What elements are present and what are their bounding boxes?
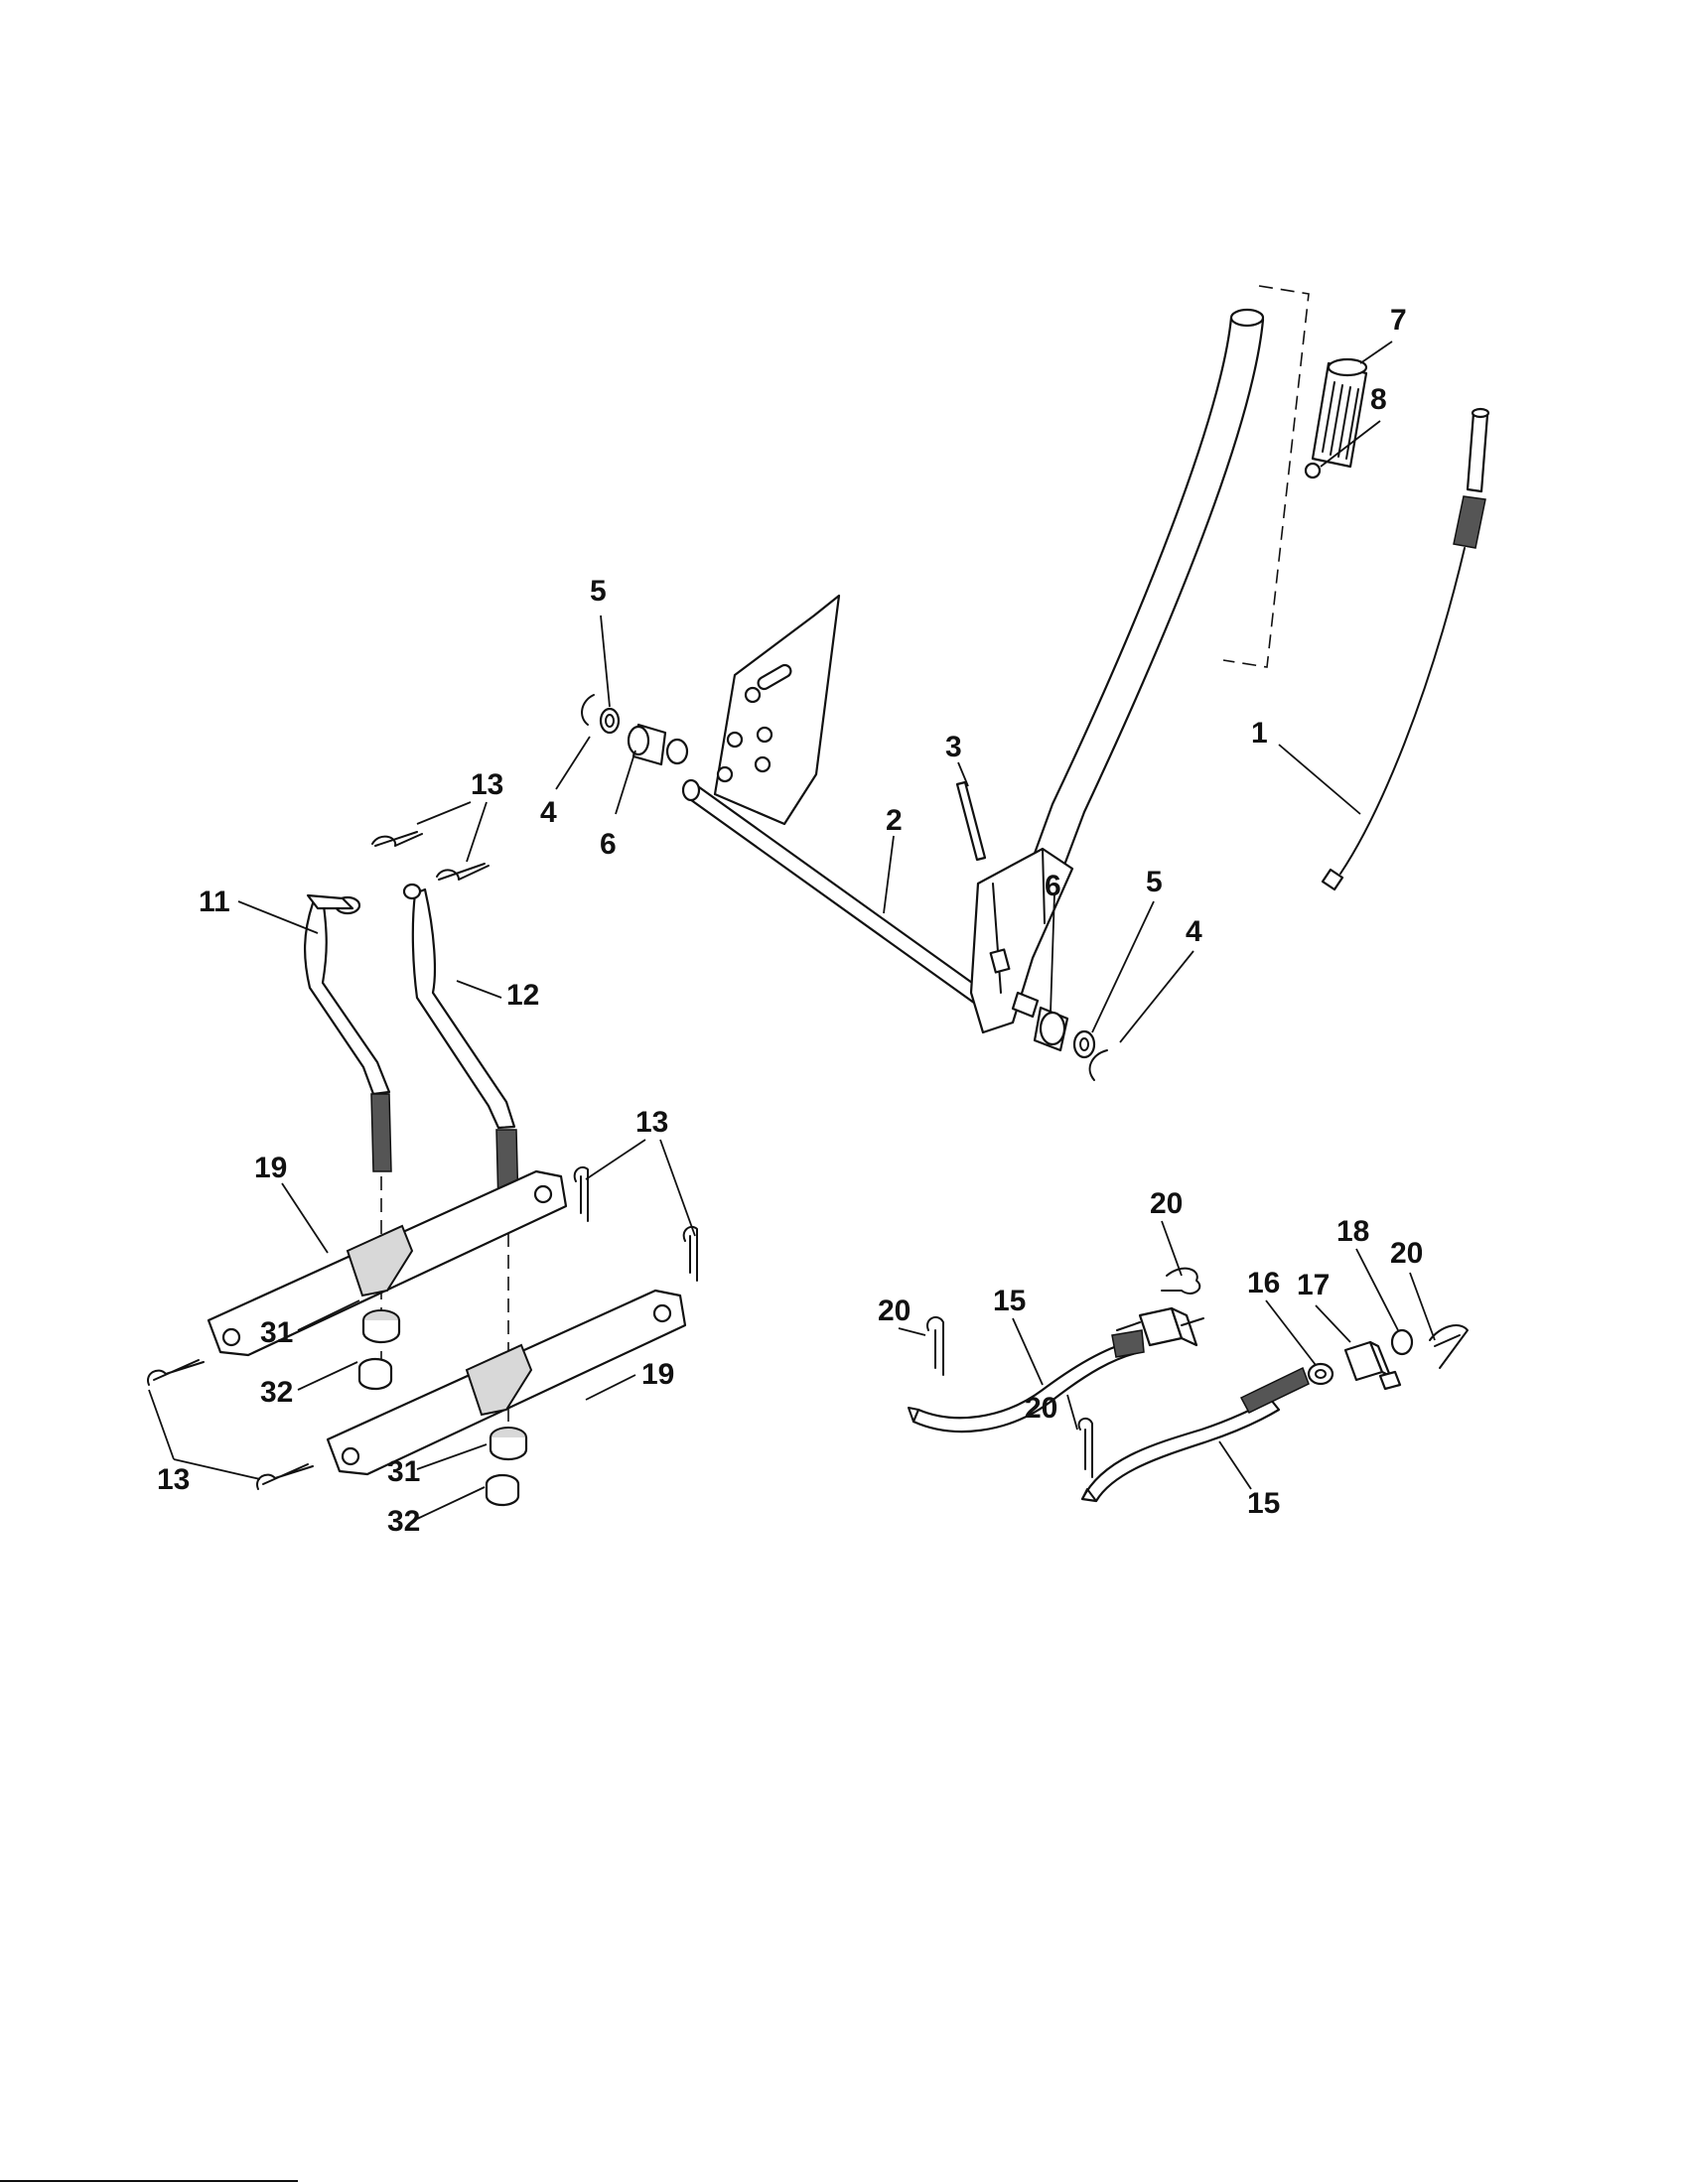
lift-arm-upper — [207, 1169, 568, 1357]
callout-12: 12 — [506, 979, 539, 1012]
lift-shaft — [681, 778, 995, 1013]
link-rod-lower — [1080, 1366, 1310, 1503]
callout-31-left: 31 — [260, 1316, 293, 1349]
callout-16: 16 — [1247, 1267, 1280, 1299]
callout-labels: 7 8 1 3 2 5 4 6 6 5 4 13 11 12 13 19 31 … — [157, 304, 1423, 1538]
callout-5-left: 5 — [590, 575, 607, 608]
callout-5-right: 5 — [1146, 866, 1163, 898]
callout-13-middle: 13 — [635, 1106, 668, 1139]
callout-32-left: 32 — [260, 1376, 293, 1409]
rod-swivel-block — [1116, 1306, 1204, 1347]
callout-6-right: 6 — [1045, 870, 1061, 902]
lift-arm-lower — [326, 1289, 687, 1476]
callout-6-left: 6 — [600, 828, 617, 861]
lift-link-right — [402, 883, 519, 1207]
callout-7: 7 — [1390, 304, 1407, 337]
link-rod-upper — [908, 1329, 1145, 1433]
callout-17: 17 — [1297, 1269, 1330, 1301]
callout-19-lower: 19 — [641, 1358, 674, 1391]
callout-13-top: 13 — [471, 768, 503, 801]
left-shaft-hardware — [581, 694, 689, 766]
callout-8: 8 — [1370, 383, 1387, 416]
grip-phantom-outline — [1222, 285, 1310, 668]
callout-31-right: 31 — [387, 1455, 420, 1488]
callout-11: 11 — [199, 886, 230, 918]
lift-handle — [1011, 308, 1265, 925]
callout-13-bottom: 13 — [157, 1463, 190, 1496]
callout-1: 1 — [1251, 717, 1268, 750]
lift-link-left — [304, 893, 392, 1172]
hairpin-clips-13 — [147, 831, 698, 1490]
callout-3: 3 — [945, 731, 962, 763]
roll-pin — [955, 780, 987, 862]
callout-4-right: 4 — [1186, 915, 1202, 948]
right-shaft-hardware — [1011, 991, 1108, 1081]
lever-bracket — [969, 847, 1074, 1034]
control-cable — [1321, 407, 1490, 891]
callout-32-right: 32 — [387, 1505, 420, 1538]
callout-20-top: 20 — [1150, 1187, 1183, 1220]
callout-20-left: 20 — [878, 1295, 911, 1327]
spacer-nut-left — [357, 1309, 401, 1391]
callout-15-lower: 15 — [1247, 1487, 1280, 1520]
spacer-nut-right — [485, 1427, 528, 1507]
callout-20-right: 20 — [1390, 1237, 1423, 1270]
callout-4-left: 4 — [540, 796, 557, 829]
ferrule-hardware — [1307, 1328, 1414, 1391]
mounting-plate — [713, 594, 841, 826]
hand-grip — [1311, 357, 1368, 469]
callout-18: 18 — [1336, 1215, 1369, 1248]
callout-20-bottom: 20 — [1025, 1392, 1057, 1425]
grip-plug — [1304, 462, 1322, 479]
leader-lines — [148, 341, 1436, 1520]
callout-2: 2 — [886, 804, 903, 837]
callout-15-upper: 15 — [993, 1285, 1026, 1317]
callout-19-upper: 19 — [254, 1152, 287, 1184]
